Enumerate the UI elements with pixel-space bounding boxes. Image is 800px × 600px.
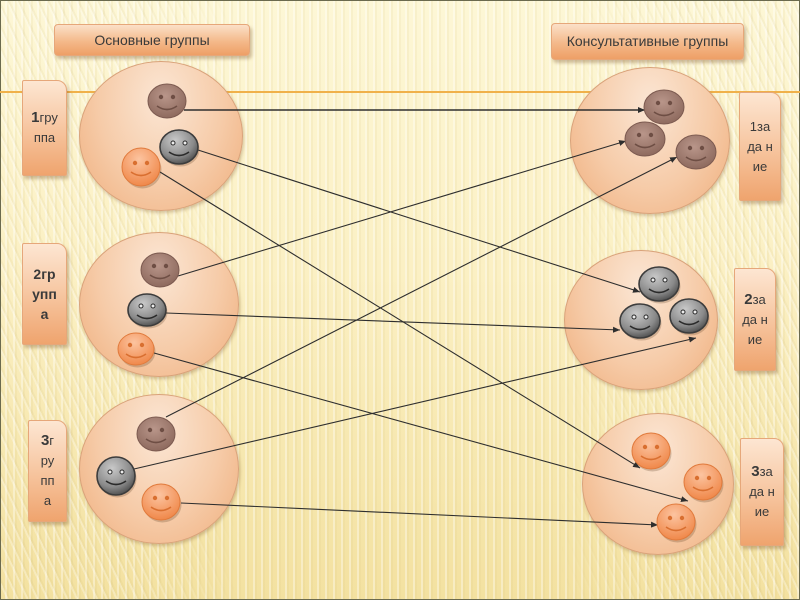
brown-smiley-icon [147, 83, 187, 119]
gray-smiley-icon [638, 266, 681, 304]
task-1-label-box: 1за да н ие [739, 92, 781, 201]
orange-smiley-icon [117, 332, 156, 368]
orange-smiley-icon [683, 463, 724, 503]
accent-line [0, 91, 800, 93]
task-1-text-1: за [757, 118, 771, 134]
brown-smiley-icon [624, 121, 666, 157]
task-3-number: 3 [751, 463, 760, 480]
main-groups-header-label: Основные группы [94, 31, 210, 48]
group-3-label-box: 3г ру пп а [28, 420, 67, 522]
group-1-text-2: ппа [33, 130, 56, 145]
connection-arrow-L3c-to-R3c [180, 502, 659, 528]
gray-smiley-icon [669, 298, 710, 336]
brown-smiley-icon [643, 89, 685, 125]
task-1-text-3: ие [752, 158, 768, 174]
brown-smiley-icon [140, 252, 180, 288]
task-2-label-box: 2за да н ие [734, 268, 776, 371]
task-3-label-box: 3за да н ие [740, 438, 784, 546]
task-3-text-1: за [759, 464, 773, 479]
consult-groups-header: Консультативные группы [551, 23, 744, 60]
task-1-text-2: да н [747, 138, 773, 154]
task-3-text-3: ие [754, 504, 770, 519]
task-1-number: 1 [749, 118, 758, 134]
group-3-text-1: г [49, 433, 55, 448]
main-groups-header: Основные группы [54, 24, 250, 56]
connection-arrow-L1b-to-R2a [197, 149, 641, 293]
task-2-number: 2 [744, 290, 753, 308]
connection-arrow-L3b-to-R2c [133, 336, 697, 470]
group-3-text-3: пп [40, 473, 55, 488]
group-2-text-1: гр [41, 266, 56, 282]
group-1-label-box: 1гру ппа [22, 80, 67, 176]
orange-smiley-icon [121, 147, 162, 189]
orange-smiley-icon [141, 483, 182, 523]
group-3-text-4: а [43, 493, 52, 508]
orange-smiley-icon [631, 432, 672, 472]
gray-smiley-icon [619, 303, 662, 341]
connection-arrow-L2a-to-R1b [177, 140, 627, 277]
task-2-text-3: ие [747, 331, 763, 347]
connection-arrow-L1c-to-R3a [159, 171, 641, 469]
group-2-text-3: а [40, 306, 49, 322]
consult-groups-header-label: Консультативные группы [566, 33, 729, 49]
connection-arrow-L2b-to-R2b [165, 312, 621, 333]
group-1-number: 1 [31, 109, 40, 126]
group-3-text-2: ру [40, 453, 55, 468]
group-1-text-1: гру [39, 110, 58, 125]
orange-smiley-icon [656, 503, 697, 543]
group-2-number: 2 [33, 266, 42, 282]
gray-smiley-icon [127, 293, 168, 329]
group-2-text-2: упп [32, 286, 57, 302]
gray-smiley-icon [96, 456, 137, 498]
task-2-text-2: да н [742, 311, 768, 327]
task-2-text-1: за [752, 291, 766, 307]
group-2-label-box: 2гр упп а [22, 243, 67, 345]
brown-smiley-icon [675, 134, 717, 170]
connection-arrow-L2c-to-R3b [153, 352, 689, 503]
group-3-number: 3 [40, 432, 50, 449]
brown-smiley-icon [136, 416, 176, 452]
task-3-text-2: да н [749, 484, 775, 499]
connection-arrow-L3a-to-R1c [165, 156, 678, 418]
gray-smiley-icon [159, 129, 200, 167]
